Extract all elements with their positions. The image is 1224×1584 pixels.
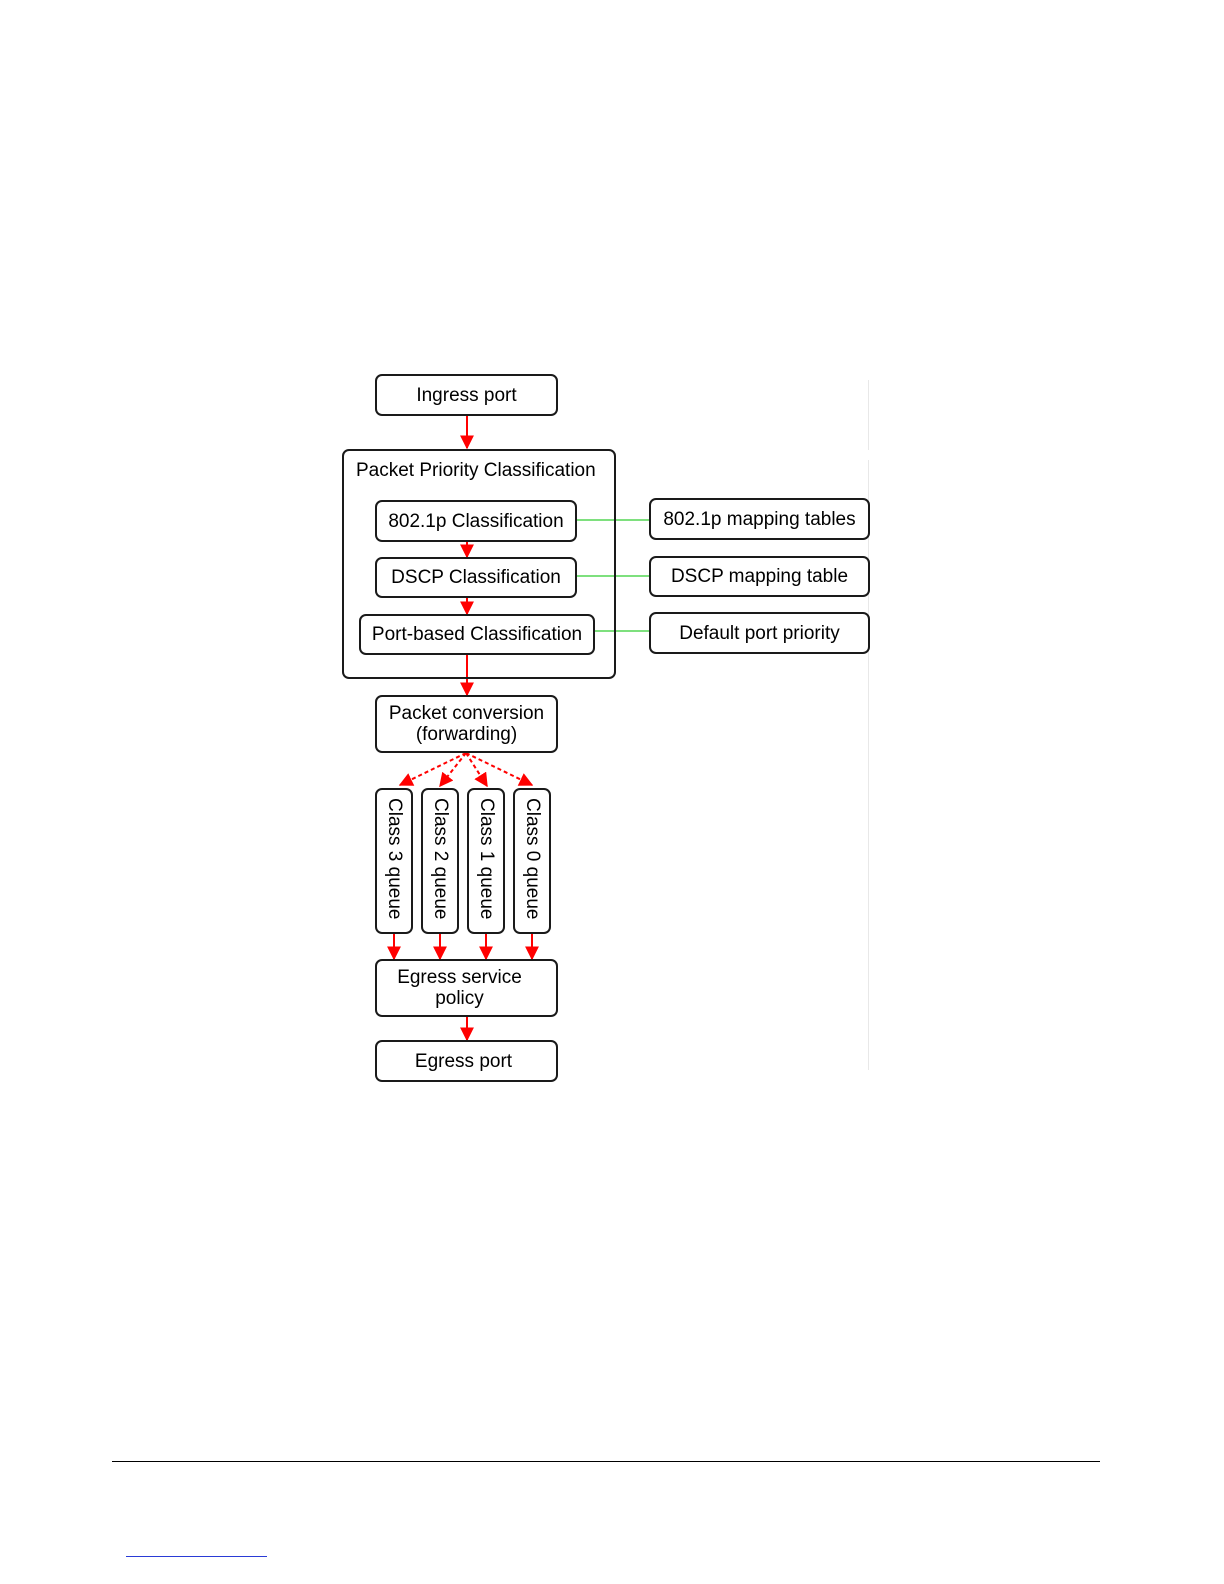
footer-link-underline[interactable] (126, 1556, 267, 1557)
8021p-classification-box: 802.1p Classification (375, 500, 577, 542)
class-3-queue-box: Class 3 queue (375, 788, 413, 934)
class-1-queue-label: Class 1 queue (475, 798, 497, 919)
class-0-queue-label: Class 0 queue (521, 798, 543, 919)
default-port-priority-box: Default port priority (649, 612, 870, 654)
packet-conversion-line2: (forwarding) (416, 724, 517, 745)
egress-port-box: Egress port (375, 1040, 558, 1082)
class-2-queue-label: Class 2 queue (429, 798, 451, 919)
class-1-queue-box: Class 1 queue (467, 788, 505, 934)
port-based-classification-label: Port-based Classification (372, 624, 582, 645)
ingress-port-box: Ingress port (375, 374, 558, 416)
footer-divider (112, 1461, 1100, 1462)
packet-conversion-box: Packet conversion (forwarding) (375, 695, 558, 753)
class-3-queue-label: Class 3 queue (383, 798, 405, 919)
dscp-mapping-table-label: DSCP mapping table (671, 566, 848, 587)
8021p-mapping-tables-box: 802.1p mapping tables (649, 498, 870, 540)
port-based-classification-box: Port-based Classification (359, 614, 595, 655)
egress-policy-line1: Egress service (397, 967, 522, 988)
egress-port-label: Egress port (415, 1051, 512, 1072)
dscp-classification-box: DSCP Classification (375, 557, 577, 598)
egress-service-policy-box: Egress service policy (375, 959, 558, 1017)
classification-group-title: Packet Priority Classification (356, 460, 596, 482)
egress-policy-line2: policy (435, 988, 484, 1009)
class-0-queue-box: Class 0 queue (513, 788, 551, 934)
arrow-conversion-to-class3 (400, 753, 466, 785)
dscp-classification-label: DSCP Classification (391, 567, 561, 588)
packet-conversion-line1: Packet conversion (389, 703, 544, 724)
default-port-priority-label: Default port priority (679, 623, 840, 644)
8021p-classification-label: 802.1p Classification (388, 511, 563, 532)
faint-edge-upper (868, 380, 869, 450)
ingress-port-label: Ingress port (416, 385, 516, 406)
dscp-mapping-table-box: DSCP mapping table (649, 556, 870, 597)
arrow-conversion-to-class0 (466, 753, 532, 785)
arrow-conversion-to-class1 (466, 753, 487, 786)
arrow-conversion-to-class2 (440, 753, 466, 786)
faint-edge-lower (868, 460, 869, 1070)
8021p-mapping-tables-label: 802.1p mapping tables (663, 509, 855, 530)
class-2-queue-box: Class 2 queue (421, 788, 459, 934)
